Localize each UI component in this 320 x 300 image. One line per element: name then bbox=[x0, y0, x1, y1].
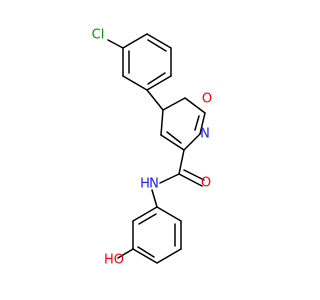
bond-c-cl bbox=[107, 39, 124, 49]
double-bond-inner bbox=[166, 131, 182, 144]
double-bond-inner bbox=[137, 246, 155, 258]
bond bbox=[160, 134, 185, 151]
double-bond-inner bbox=[194, 115, 200, 131]
chlorophenyl-ring bbox=[122, 33, 172, 91]
bond bbox=[146, 75, 172, 91]
bond bbox=[156, 248, 182, 264]
bond bbox=[132, 248, 158, 264]
hydroxyphenyl-ring bbox=[132, 206, 182, 264]
double-bond-inner bbox=[147, 72, 166, 85]
atom-label-o-carbonyl: O bbox=[201, 176, 211, 191]
double-bond-inner bbox=[147, 39, 167, 52]
atom-label-h-amide: H bbox=[140, 177, 150, 192]
bond-c-oh bbox=[117, 248, 134, 259]
molecule-canvas: Cl O N O N H HO bbox=[92, 28, 212, 268]
structure-diagram: Cl O N O N H HO bbox=[92, 28, 212, 268]
atom-label-o-ring: O bbox=[202, 92, 212, 107]
bond-c-n bbox=[159, 173, 180, 184]
bond bbox=[132, 206, 158, 222]
bond bbox=[122, 33, 148, 49]
bond bbox=[122, 75, 148, 91]
bond bbox=[199, 112, 206, 135]
bond-aryl-isoxazole bbox=[146, 89, 164, 111]
atom-label-n-ring: N bbox=[200, 127, 210, 142]
bond bbox=[183, 133, 201, 151]
bond bbox=[160, 109, 164, 136]
atom-label-n-amide: N bbox=[149, 177, 159, 192]
bond-c-o bbox=[178, 173, 203, 187]
bond bbox=[146, 33, 172, 49]
bond-ring-carbonyl bbox=[178, 149, 185, 175]
bond bbox=[156, 206, 182, 222]
atom-label-cl: Cl bbox=[92, 28, 105, 43]
isoxazole-ring bbox=[160, 97, 206, 151]
bond-n-aryl bbox=[151, 189, 158, 208]
bond bbox=[184, 97, 206, 114]
bond bbox=[162, 97, 186, 111]
double-bond-inner bbox=[138, 213, 157, 225]
bond-c-o-double bbox=[183, 169, 205, 181]
atom-label-oh: HO bbox=[104, 253, 124, 268]
